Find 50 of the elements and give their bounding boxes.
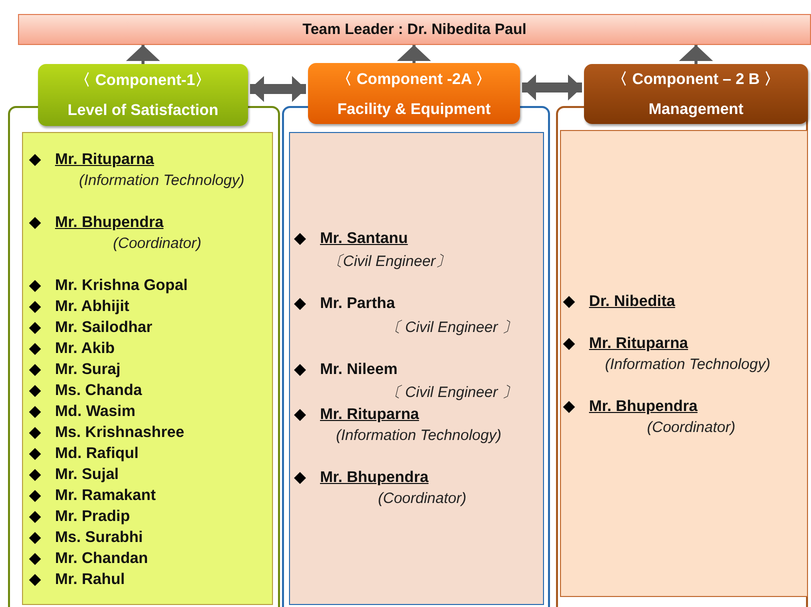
member-name: Md. Wasim [55,403,136,421]
banner-text: Team Leader : Dr. Nibedita Paul [302,21,526,38]
member-name: Mr. Abhijit [55,298,130,316]
member-name: Mr. Krishna Gopal [55,277,188,295]
member-name: Mr. Santanu [320,230,408,248]
component-title: 〈 Component -2A 〉 [336,70,492,90]
member-name: Mr. Bhupendra [320,469,429,487]
member-name: Mr. Partha [320,295,395,313]
member-name: Md. Rafiqul [55,445,139,463]
member-name: Mr. Bhupendra [55,214,164,232]
member-name: Mr. Nileem [320,361,398,379]
member-name: Mr. Rituparna [589,335,688,353]
double-arrow [522,74,582,100]
member-name: Ms. Krishnashree [55,424,184,442]
title-banner [18,14,811,45]
member-role: (Coordinator) [113,235,202,252]
arrow [126,45,160,64]
member-role: 〔 Civil Engineer 〕 [386,318,517,337]
member-name: Mr. Rahul [55,571,125,589]
arrow [397,45,431,63]
member-name: Dr. Nibedita [589,293,676,311]
component-header [308,63,520,124]
member-name: Ms. Surabhi [55,529,143,547]
member-name: Mr. Sujal [55,466,119,484]
arrow [679,45,713,64]
member-role: (Coordinator) [647,419,736,436]
double-arrow [250,76,306,102]
member-name: Mr. Chandan [55,550,148,568]
component-subtitle: Facility & Equipment [337,100,491,118]
member-role: (Information Technology) [605,356,770,373]
component-header [38,64,248,126]
member-role: 〔 Civil Engineer 〕 [386,383,517,402]
member-name: Mr. Sailodhar [55,319,152,337]
component-header [584,64,808,124]
member-name: Mr. Suraj [55,361,120,379]
component-title: 〈 Component – 2 B 〉 [612,70,780,90]
member-role: (Information Technology) [336,427,502,444]
component-title: 〈 Component-1〉 [74,70,212,91]
member-name: Mr. Rituparna [320,406,420,424]
member-name: Mr. Pradip [55,508,130,526]
member-name: Mr. Bhupendra [589,398,698,416]
member-name: Ms. Chanda [55,382,142,400]
component-subtitle: Level of Satisfaction [68,102,218,120]
member-name: Mr. Akib [55,340,115,358]
member-role: (Information Technology) [79,172,244,189]
member-role: 〔Civil Engineer〕 [328,252,451,271]
component-subtitle: Management [648,100,744,119]
member-role: (Coordinator) [378,490,466,507]
member-name: Mr. Rituparna [55,151,154,169]
member-name: Mr. Ramakant [55,487,156,505]
